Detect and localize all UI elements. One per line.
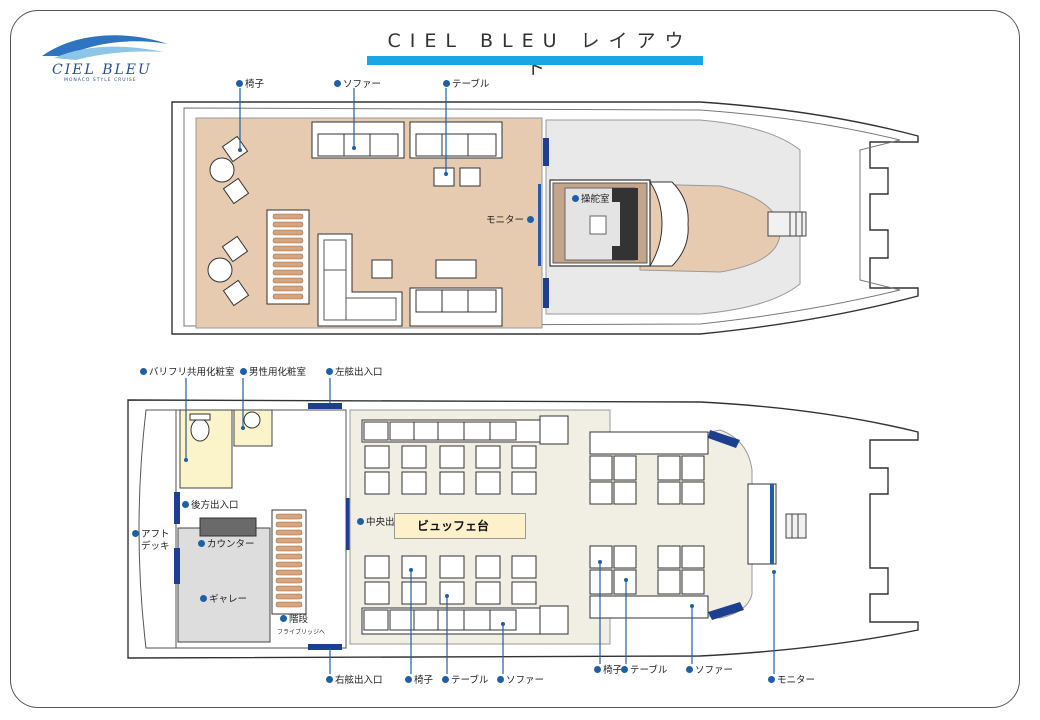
marker-dot-icon bbox=[527, 216, 535, 223]
label-counter: カウンター bbox=[198, 539, 255, 551]
marker-dot-icon bbox=[140, 368, 147, 375]
marker-dot-icon bbox=[621, 666, 628, 673]
marker-dot-icon bbox=[240, 368, 247, 375]
marker-dot-icon bbox=[357, 518, 364, 525]
label-lower-monitor: モニター bbox=[768, 675, 815, 687]
aft-deck bbox=[138, 409, 177, 649]
upper-deck-hull-inner bbox=[183, 107, 901, 327]
upper-deck-plan bbox=[171, 88, 919, 335]
label-galley: ギャレー bbox=[200, 594, 247, 606]
label-aft-deck: アフトデッキ bbox=[132, 529, 170, 553]
page-frame bbox=[10, 10, 1020, 708]
label-lower-chair-1: 椅子 bbox=[405, 675, 433, 687]
label-upper-table: テーブル bbox=[443, 79, 489, 91]
label-lower-table-2: テーブル bbox=[621, 665, 667, 677]
marker-dot-icon bbox=[334, 80, 341, 87]
label-bridge: 操舵室 bbox=[572, 194, 610, 206]
label-rear-entrance: 後方出入口 bbox=[182, 500, 239, 512]
label-upper-sofa: ソファー bbox=[334, 79, 381, 91]
marker-dot-icon bbox=[572, 195, 579, 202]
marker-dot-icon bbox=[594, 666, 601, 673]
lower-deck-plan bbox=[127, 378, 919, 674]
marker-dot-icon bbox=[497, 676, 504, 683]
marker-dot-icon bbox=[326, 676, 333, 683]
label-barrier-free-restroom: バリフリ共用化粧室 bbox=[140, 367, 235, 379]
logo-tagline: MONACO STYLE CRUISE bbox=[64, 78, 137, 83]
marker-dot-icon bbox=[200, 595, 207, 602]
galley bbox=[177, 527, 271, 643]
label-center-entrance: 中央出入口 bbox=[357, 517, 414, 529]
label-upper-chair: 椅子 bbox=[236, 79, 264, 91]
marker-dot-icon bbox=[236, 80, 243, 87]
label-upper-monitor: モニター bbox=[486, 215, 536, 227]
logo-name: CIEL BLEU bbox=[52, 62, 152, 78]
title-underline bbox=[367, 56, 703, 65]
marker-dot-icon bbox=[768, 676, 775, 683]
marker-dot-icon bbox=[132, 530, 139, 537]
label-lower-table-1: テーブル bbox=[442, 675, 488, 687]
label-stairs: 階段フライブリッジへ bbox=[277, 614, 326, 636]
marker-dot-icon bbox=[443, 80, 450, 87]
ciel-bleu-logo bbox=[42, 35, 168, 60]
label-lower-chair-2: 椅子 bbox=[594, 665, 622, 677]
label-mens-restroom: 男性用化粧室 bbox=[240, 367, 306, 379]
buffet-table: ビュッフェ台 bbox=[394, 513, 526, 539]
marker-dot-icon bbox=[686, 666, 693, 673]
marker-dot-icon bbox=[182, 501, 189, 508]
label-starboard-entrance: 右舷出入口 bbox=[326, 675, 383, 687]
label-lower-sofa-2: ソファー bbox=[686, 665, 733, 677]
marker-dot-icon bbox=[198, 540, 205, 547]
marker-dot-icon bbox=[326, 368, 333, 375]
label-lower-sofa-1: ソファー bbox=[497, 675, 544, 687]
marker-dot-icon bbox=[280, 615, 287, 622]
marker-dot-icon bbox=[442, 676, 449, 683]
marker-dot-icon bbox=[405, 676, 412, 683]
label-port-entrance: 左舷出入口 bbox=[326, 367, 383, 379]
counter bbox=[199, 517, 257, 537]
